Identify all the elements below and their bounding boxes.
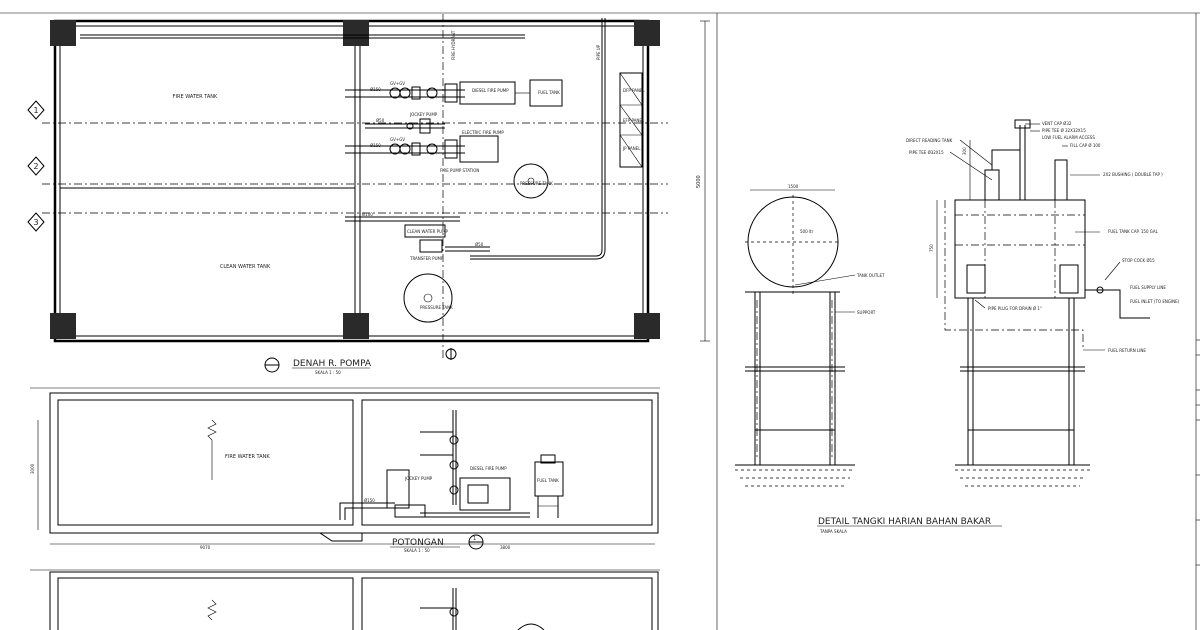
section-fire-water-tank: FIRE WATER TANK [225, 454, 270, 460]
svg-text:DFP PANEL: DFP PANEL [623, 88, 645, 93]
svg-text:3800: 3800 [500, 545, 511, 550]
svg-text:Ø150: Ø150 [370, 87, 381, 92]
svg-text:SUPPORT: SUPPORT [857, 310, 876, 315]
svg-text:1500: 1500 [788, 184, 799, 189]
svg-text:CLEAN WATER PUMP: CLEAN WATER PUMP [407, 229, 449, 234]
column [634, 313, 660, 339]
grid-marker-3: 3 [27, 212, 45, 232]
svg-text:EFP PANEL: EFP PANEL [623, 118, 645, 123]
svg-text:FUEL INLET (TO ENGINE): FUEL INLET (TO ENGINE) [1130, 299, 1180, 304]
detail-title: DETAIL TANGKI HARIAN BAHAN BAKAR [818, 517, 991, 527]
tank-capacity: 500 ltr [800, 229, 814, 234]
pressure-tank-2: PRESSURE TANK [403, 273, 453, 323]
svg-text:PRESSURE TANK: PRESSURE TANK [520, 181, 553, 186]
svg-text:JP PANEL: JP PANEL [622, 146, 641, 151]
column [50, 20, 76, 46]
svg-text:1: 1 [33, 106, 38, 115]
fuel-tank-side-view: 1500 500 ltr TANK OUTLET SUPPORT [735, 184, 885, 487]
column [634, 20, 660, 46]
fire-water-tank-label: FIRE WATER TANK [173, 94, 218, 100]
grid-marker-2: 2 [27, 156, 45, 176]
svg-text:TANK OUTLET: TANK OUTLET [856, 273, 885, 278]
svg-text:1: 1 [473, 536, 476, 542]
fuel-tank-front-view: 750 300 VENT CAP Ø32 PIPE TEE Ø 32X32X15… [906, 119, 1180, 487]
svg-text:750: 750 [929, 244, 934, 252]
plan-scale: SKALA 1 : 50 [315, 370, 341, 375]
svg-text:JOCKEY PUMP: JOCKEY PUMP [409, 112, 438, 117]
section-title: POTONGAN [392, 538, 444, 548]
svg-text:FUEL TANK: FUEL TANK [537, 478, 559, 483]
column [50, 313, 76, 339]
pump-room-section-2 [49, 571, 659, 630]
svg-text:Ø50: Ø50 [376, 118, 385, 123]
svg-text:300: 300 [962, 147, 967, 155]
svg-text:PIPE UP: PIPE UP [596, 44, 601, 60]
pump-station-label: FIRE PUMP STATION [440, 168, 479, 173]
svg-text:3000: 3000 [30, 463, 35, 474]
column [343, 313, 369, 339]
pump-room-section: FIRE WATER TANK 3000 9070 3800 Ø150 JOCK… [30, 387, 660, 571]
pump-room-plan: 1 2 3 FIRE WATER TANK CLEAN WATER TANK P… [27, 14, 710, 375]
plan-title-block: DENAH R. POMPA SKALA 1 : 50 [264, 357, 372, 375]
clean-water-tank-label: CLEAN WATER TANK [220, 264, 271, 270]
svg-text:JOCKEY PUMP: JOCKEY PUMP [404, 476, 433, 481]
svg-text:9070: 9070 [200, 545, 211, 550]
vent-cap-label: VENT CAP Ø32 [1042, 121, 1072, 126]
section-marker-plan [445, 348, 457, 360]
pressure-tank: PRESSURE TANK [513, 163, 553, 199]
svg-text:DIESEL FIRE PUMP: DIESEL FIRE PUMP [470, 466, 507, 471]
section-jockey-pump: JOCKEY PUMP [386, 469, 433, 518]
svg-text:PRESSURE TANK: PRESSURE TANK [420, 305, 453, 310]
svg-text:FUEL SUPPLY LINE: FUEL SUPPLY LINE [1130, 285, 1166, 290]
svg-text:GV+GV: GV+GV [390, 137, 405, 142]
svg-text:PIPE TEE Ø 32X32X15: PIPE TEE Ø 32X32X15 [1042, 128, 1086, 133]
dimension-right: 5000 [696, 20, 710, 342]
column [343, 20, 369, 46]
svg-text:Ø100: Ø100 [362, 212, 373, 217]
svg-text:PIPE TEE Ø32X15: PIPE TEE Ø32X15 [909, 150, 944, 155]
svg-text:FUEL TANK CAP. 150 GAL: FUEL TANK CAP. 150 GAL [1108, 229, 1159, 234]
sheet-border [0, 12, 1200, 630]
svg-text:2X2 BUSHING ( DOUBLE TAP ): 2X2 BUSHING ( DOUBLE TAP ) [1103, 172, 1163, 177]
electric-fire-pump: ELECTRIC FIRE PUMP Ø150 GV+GV [345, 130, 504, 163]
detail-scale: TANPA SKALA [819, 529, 847, 534]
section-diesel-pump: DIESEL FIRE PUMP [420, 466, 530, 518]
section-scale: SKALA 1 : 50 [404, 548, 430, 553]
svg-text:PIPE PLUG FOR DRAIN Ø 1": PIPE PLUG FOR DRAIN Ø 1" [988, 306, 1042, 311]
svg-text:Ø150: Ø150 [364, 498, 375, 503]
plan-title: DENAH R. POMPA [293, 359, 372, 369]
svg-text:LOW FUEL ALARM ACCESS: LOW FUEL ALARM ACCESS [1042, 135, 1095, 140]
diesel-fire-pump: DIESEL FIRE PUMP FUEL TANK Ø150 GV+GV [345, 79, 563, 107]
svg-text:2: 2 [33, 162, 38, 171]
svg-text:FILL CAP Ø 100: FILL CAP Ø 100 [1070, 143, 1101, 148]
svg-text:ELECTRIC FIRE PUMP: ELECTRIC FIRE PUMP [462, 130, 504, 135]
svg-text:FUEL RETURN LINE: FUEL RETURN LINE [1108, 348, 1146, 353]
svg-text:TRANSFER PUMP: TRANSFER PUMP [409, 256, 444, 261]
svg-text:FIRE HYDRANT: FIRE HYDRANT [451, 30, 456, 60]
svg-text:5000: 5000 [696, 175, 702, 188]
svg-text:Ø150: Ø150 [370, 143, 381, 148]
svg-text:FUEL TANK: FUEL TANK [538, 90, 560, 95]
svg-text:STOP COCK Ø15: STOP COCK Ø15 [1122, 258, 1155, 263]
jockey-pump: JOCKEY PUMP Ø50 [365, 112, 445, 134]
svg-text:Ø50: Ø50 [475, 242, 484, 247]
svg-text:3: 3 [33, 218, 38, 227]
section-title-block: POTONGAN 1 SKALA 1 : 50 [390, 534, 484, 553]
clean-water-pumps: CLEAN WATER PUMP TRANSFER PUMP Ø100 Ø50 [345, 212, 490, 261]
panel-group: DFP PANEL EFP PANEL JP PANEL [619, 72, 645, 168]
grid-marker-1: 1 [27, 100, 45, 120]
section-fuel-tank: FUEL TANK [534, 454, 564, 518]
svg-text:DIRECT READING TANK: DIRECT READING TANK [906, 138, 953, 143]
svg-text:GV+GV: GV+GV [390, 81, 405, 86]
svg-text:DIESEL FIRE PUMP: DIESEL FIRE PUMP [472, 88, 509, 93]
detail-title-block: DETAIL TANGKI HARIAN BAHAN BAKAR TANPA S… [817, 517, 1002, 534]
